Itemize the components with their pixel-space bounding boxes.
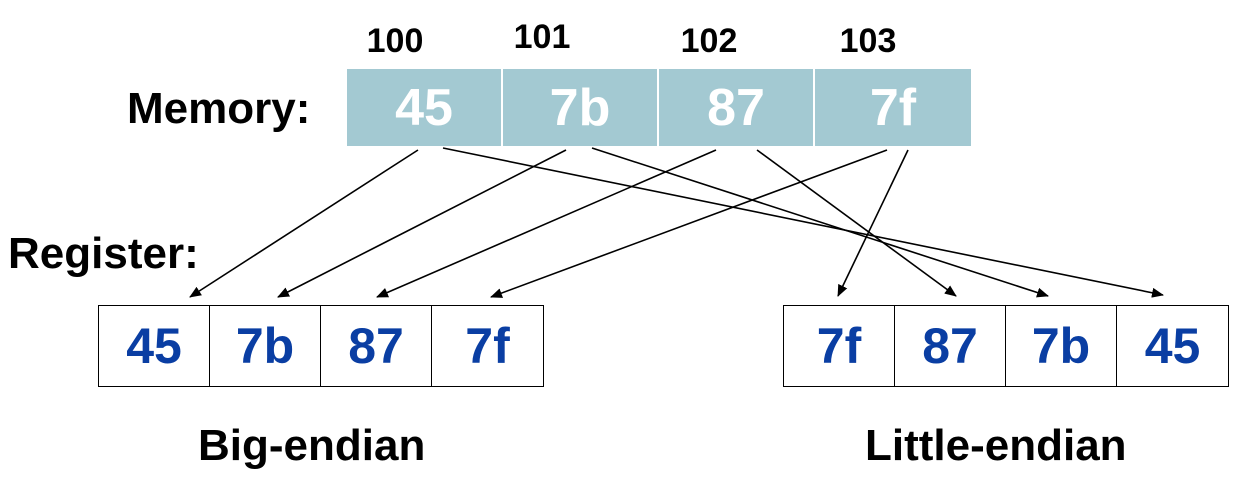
memory-label: Memory: bbox=[127, 84, 311, 133]
arrow-7f-to-big-endian bbox=[490, 149, 888, 298]
memory-byte-cell: 45 bbox=[347, 69, 503, 146]
register-byte-cell: 7f bbox=[465, 318, 510, 374]
register-byte-cell: 7b bbox=[210, 306, 321, 386]
register-byte-cell: 87 bbox=[895, 306, 1006, 386]
arrow-7f-to-little-endian bbox=[837, 149, 909, 297]
register-byte-cell: 45 bbox=[99, 306, 210, 386]
arrow-45-to-big-endian bbox=[189, 149, 419, 298]
address-label: 101 bbox=[513, 18, 571, 56]
memory-row: 45 7b 87 7f bbox=[347, 69, 971, 146]
memory-byte-cell: 7b bbox=[503, 69, 659, 146]
memory-byte-cell: 7f bbox=[869, 78, 917, 137]
register-byte-cell: 87 bbox=[321, 306, 432, 386]
register-byte-cell: 7b bbox=[1006, 306, 1117, 386]
memory-byte-cell: 87 bbox=[659, 69, 815, 146]
little-endian-register: 7f 87 7b 45 bbox=[783, 305, 1229, 387]
big-endian-register: 45 7b 87 7f bbox=[98, 305, 544, 387]
address-label: 102 bbox=[680, 22, 738, 60]
arrow-87-to-big-endian bbox=[376, 149, 717, 298]
arrow-7b-to-little-endian bbox=[591, 147, 1049, 298]
register-byte-cell: 7f bbox=[784, 306, 895, 386]
register-byte-cell: 45 bbox=[1144, 318, 1201, 374]
arrow-45-to-little-endian bbox=[442, 147, 1164, 298]
arrow-87-to-little-endian bbox=[756, 149, 957, 297]
arrow-7b-to-big-endian bbox=[277, 149, 567, 298]
big-endian-caption: Big-endian bbox=[198, 421, 426, 470]
register-label: Register: bbox=[8, 229, 199, 278]
address-label: 103 bbox=[839, 22, 897, 60]
little-endian-caption: Little-endian bbox=[865, 421, 1127, 470]
address-label: 100 bbox=[366, 22, 424, 60]
